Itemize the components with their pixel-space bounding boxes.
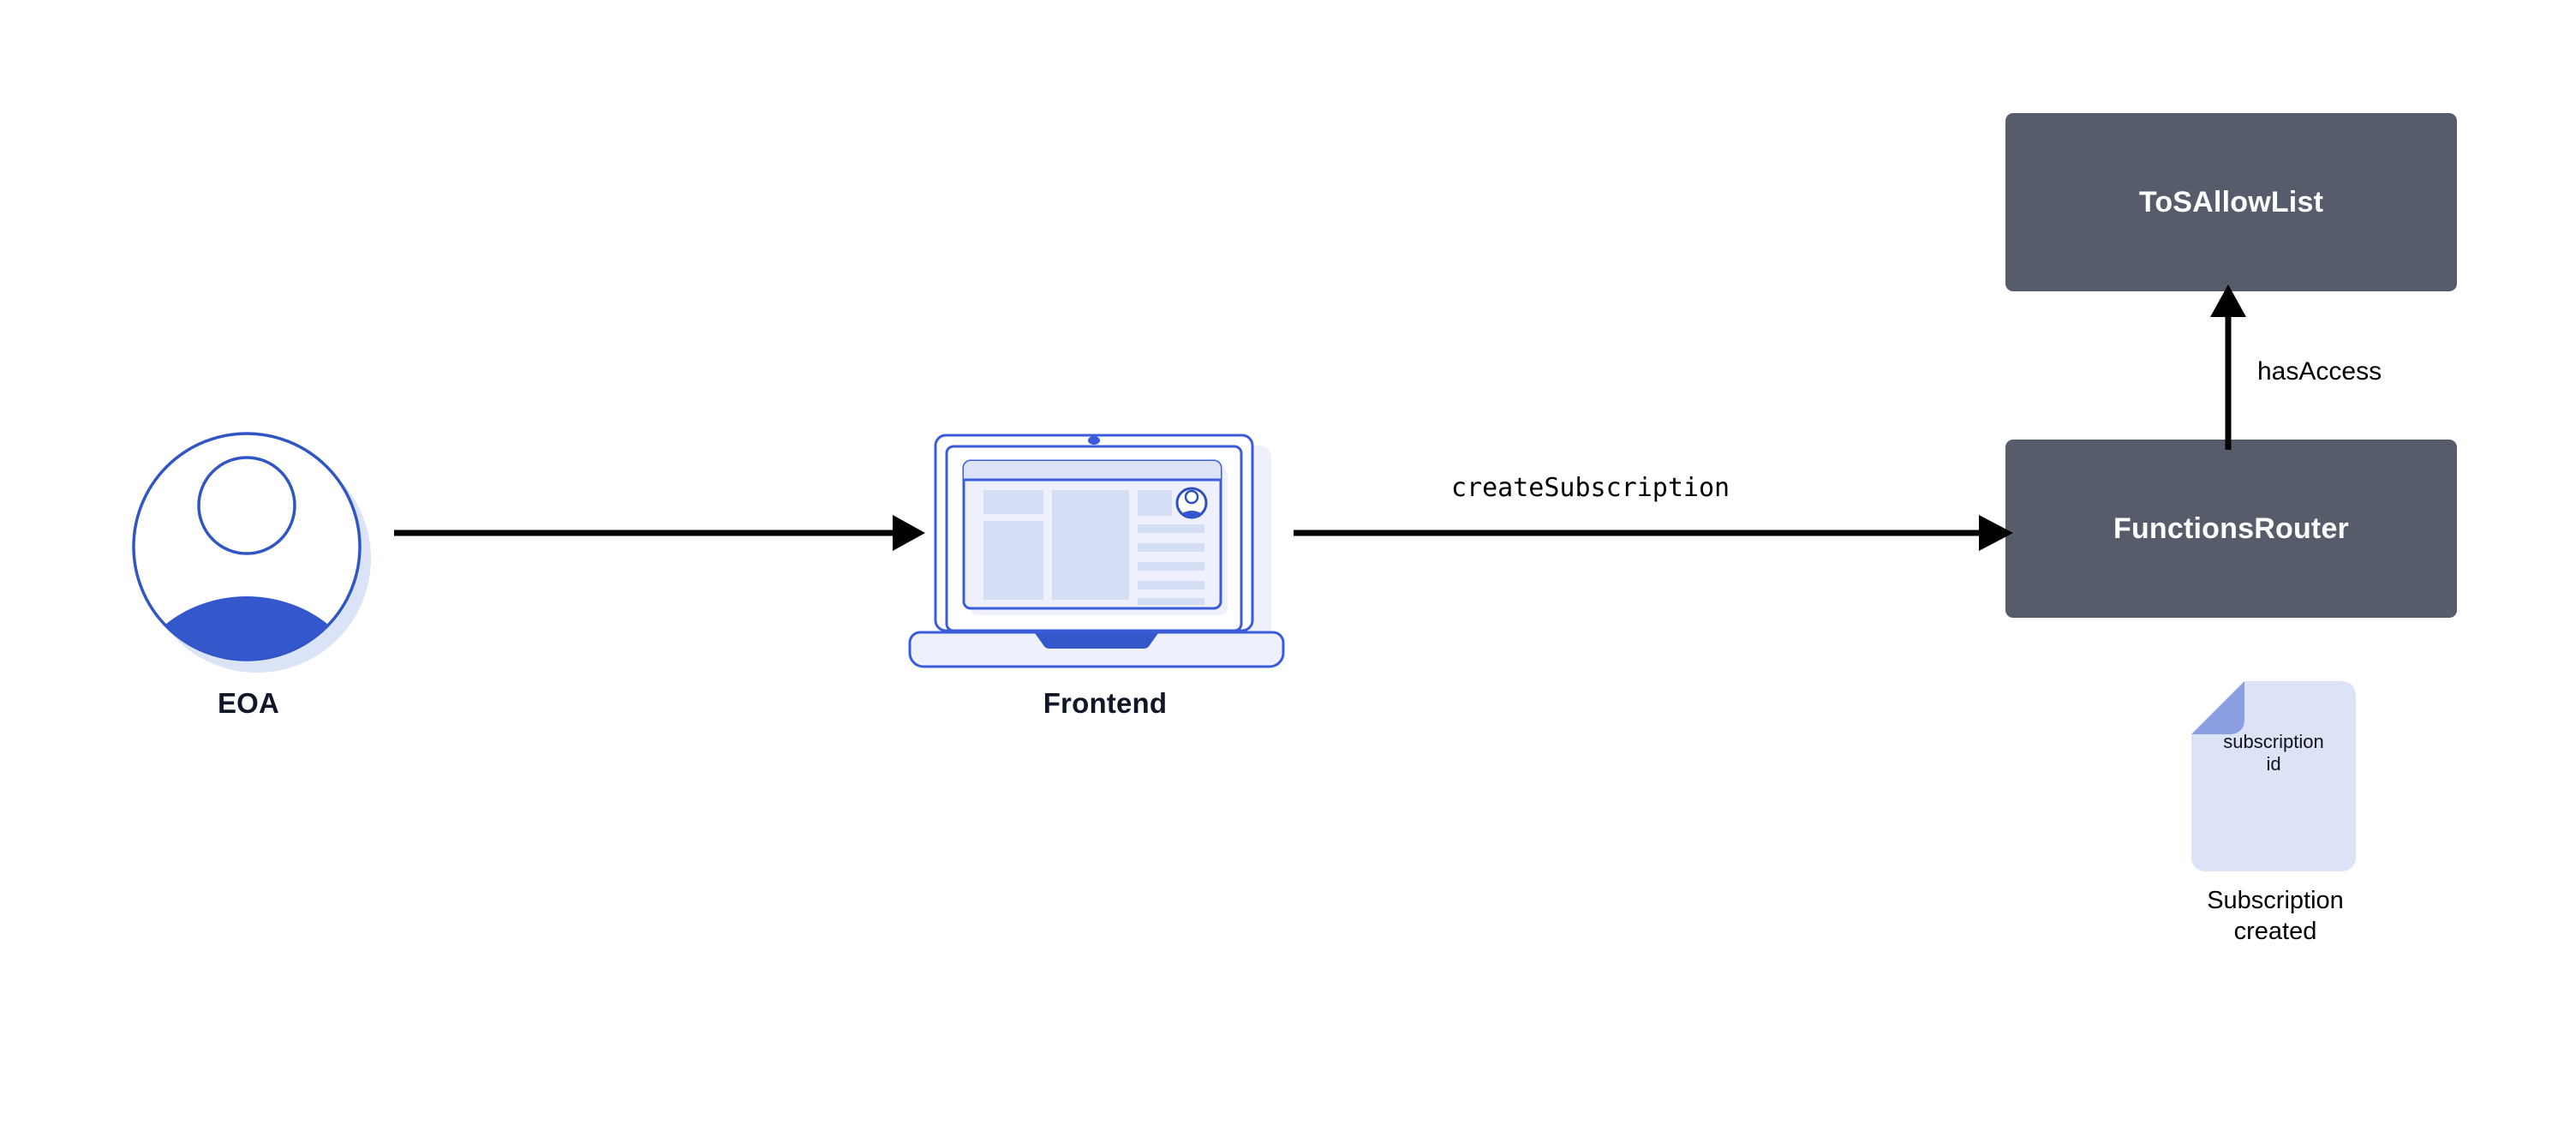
screen-avatar-icon: [1175, 487, 1208, 519]
document-caption-line1: Subscription: [2207, 887, 2344, 914]
laptop-icon: [908, 434, 1285, 668]
node-subscription-document[interactable]: subscription id Subscription created: [2176, 681, 2373, 945]
edge-label-create-subscription: createSubscription: [1451, 473, 1730, 503]
node-label-functions-router: FunctionsRouter: [2113, 512, 2349, 545]
arrow-eoa-to-frontend: [394, 515, 925, 551]
node-eoa[interactable]: EOA: [120, 420, 377, 763]
node-label-eoa: EOA: [217, 687, 280, 719]
node-label-frontend: Frontend: [1043, 687, 1168, 719]
node-functions-router[interactable]: FunctionsRouter: [2005, 440, 2457, 618]
edge-label-has-access: hasAccess: [2257, 357, 2382, 386]
node-tos-allowlist[interactable]: ToSAllowList: [2005, 113, 2457, 291]
document-caption: Subscription created: [2150, 885, 2400, 947]
arrow-frontend-to-functions-router: [1294, 515, 2013, 551]
node-label-tos-allowlist: ToSAllowList: [2138, 185, 2324, 218]
user-avatar-icon: [132, 432, 371, 673]
arrow-functions-router-to-tos-allowlist: [2210, 284, 2246, 450]
document-caption-line2: created: [2233, 918, 2317, 945]
node-frontend[interactable]: Frontend: [908, 420, 1302, 763]
document-icon: [2191, 681, 2356, 871]
